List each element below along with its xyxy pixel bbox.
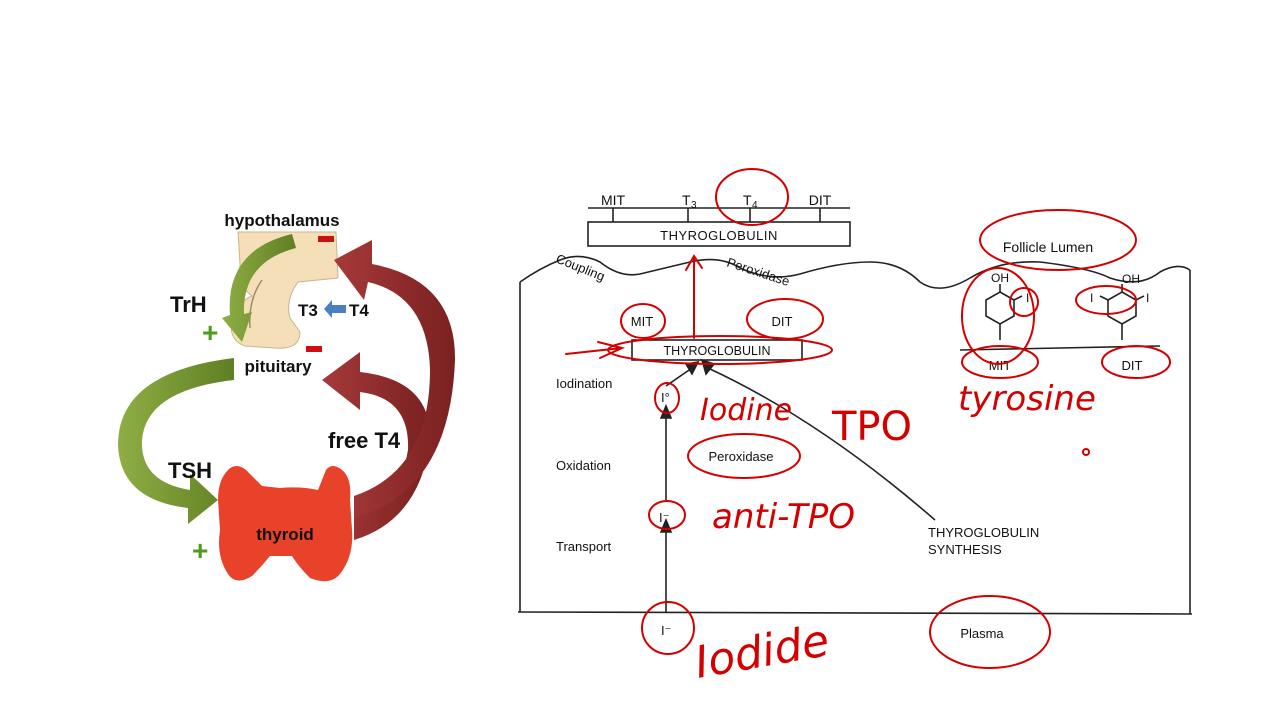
tag-t4-sub: 4 [752,200,758,211]
synthesis-arrowhead [700,358,716,376]
ink-circle-mit-iodine [1009,287,1039,317]
ink-circle-t4 [715,168,789,226]
synthesis-line [707,367,936,521]
tag-t3-sub: 3 [691,200,697,211]
ink-arrow-up [685,254,703,339]
mit-structure [985,284,1023,340]
pituitary-label: pituitary [244,357,312,376]
peroxidase-enzyme-label: Peroxidase [708,449,773,464]
thyroglobulin-top-label: THYROGLOBULIN [660,228,778,243]
iodide-plasma-label: I⁻ [661,623,671,638]
feedback-arrow-hypothalamus [334,240,456,518]
mit-oh: OH [991,271,1009,285]
ink-arrow-thyroglobulin [565,341,626,359]
follicle-cell-figure [517,207,1193,615]
t4-label: T4 [349,301,369,320]
thyroglobulin-inner-box [631,339,803,361]
ink-annotations [565,168,1171,669]
ink-iodide: Iodide [691,615,833,689]
hypothalamus-label: hypothalamus [224,211,339,230]
ink-words: Iodine TPO tyrosine anti-TPO Iodide [691,379,1096,689]
tsh-arrow [118,358,234,524]
trh-arrow [222,234,296,342]
step-transport: Transport [556,539,612,554]
stalk-outline [249,279,263,329]
tag-mit: MIT [601,192,626,208]
ink-circle-mit-ring [961,267,1035,365]
trh-label: TrH [170,292,207,317]
tsh-label: TSH [168,458,212,483]
minus-pituitary [306,346,322,352]
step-oxidation: Oxidation [556,458,611,473]
thyroglobulin-top-box [587,221,851,247]
follicle-lumen-label: Follicle Lumen [1003,239,1093,255]
t3-label: T3 [298,301,318,320]
dit-oh: OH [1122,272,1140,286]
dit-iodine-right: I [1146,291,1149,305]
synthesis-line2: SYNTHESIS [928,542,1002,557]
ink-circle-iodide-plasma [641,601,695,655]
basal-membrane [517,611,1193,615]
iodide-ion-label: I⁻ [659,510,669,525]
tag-t4: T [743,192,752,208]
plus-trh: + [202,317,218,348]
ink-circle-plasma [929,595,1051,669]
step-iodination: Iodination [556,376,612,391]
ink-circle-peroxidase [687,433,801,479]
ink-tpo: TPO [831,404,912,450]
ink-circle-mit [620,303,666,339]
ink-anti-tpo: anti-TPO [712,497,855,537]
ink-dot [1082,448,1090,456]
ink-iodine: Iodine [700,393,792,428]
apical-membrane [519,255,1191,289]
ink-circle-iodine-atom [654,382,680,414]
ink-circle-iodide-ion [648,500,686,530]
conversion-arrow [324,300,346,318]
free-t4-label: free T4 [328,428,401,453]
ink-circle-dit-label [1101,345,1171,379]
hpt-axis-figure: hypothalamus pituitary thyroid TrH TSH f… [118,211,456,582]
minus-hypothalamus [318,236,334,242]
mit-label: MIT [631,314,653,329]
iodine-atom-label: I° [661,390,670,405]
dit-structure-label: DIT [1122,358,1143,373]
ink-tyrosine: tyrosine [958,379,1096,419]
dit-iodine-left: I [1090,291,1093,305]
tag-dit: DIT [809,192,832,208]
thyroid-gland [218,466,353,582]
synthesis-line1: THYROGLOBULIN [928,525,1039,540]
dit-label: DIT [772,314,793,329]
thyroglobulin-inner-label: THYROGLOBULIN [664,344,771,358]
ink-circle-lumen [979,209,1137,271]
tag-t3: T [682,192,691,208]
mit-structure-label: MIT [989,358,1011,373]
ink-circle-mit-label [961,345,1039,379]
thyroid-label: thyroid [256,525,314,544]
plasma-label: Plasma [960,626,1004,641]
plus-tsh: + [192,535,208,566]
ink-circle-dit-iodines [1075,285,1137,315]
peroxidase-membrane-label: Peroxidase [725,255,791,289]
mit-iodine: I [1026,291,1029,305]
